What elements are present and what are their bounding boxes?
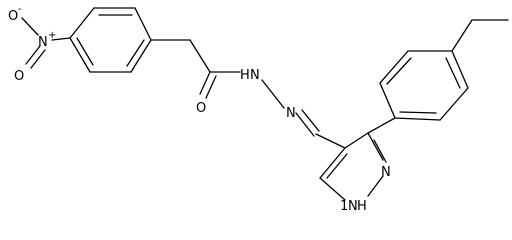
bonds xyxy=(21,7,509,201)
bond xyxy=(439,87,469,121)
bond xyxy=(326,153,348,179)
bond xyxy=(261,79,285,109)
structure-diagram: O - N + O O H N N N N H 1 xyxy=(8,4,509,214)
bond xyxy=(25,45,41,65)
bond xyxy=(76,37,94,66)
bond xyxy=(69,7,95,39)
bond xyxy=(319,147,346,179)
bond xyxy=(205,75,217,99)
atom-o-carbonyl: O xyxy=(196,101,206,116)
bond xyxy=(379,82,396,119)
bond xyxy=(451,50,469,89)
bond xyxy=(451,19,473,52)
atom-nh-hydrazide-h: H xyxy=(240,68,250,83)
atom-o-nitro: O xyxy=(14,69,24,84)
bond xyxy=(126,39,145,67)
bond xyxy=(445,57,461,89)
bond xyxy=(386,57,412,85)
bond xyxy=(130,39,152,73)
atom-o-minus-charge: - xyxy=(18,4,22,15)
atom-o-minus: O xyxy=(8,9,18,24)
bond xyxy=(367,117,396,134)
atom-nh-pyrazole-h: H xyxy=(357,199,367,214)
bond xyxy=(30,49,46,69)
bond xyxy=(134,7,152,41)
bond xyxy=(379,50,409,84)
bond xyxy=(367,132,384,161)
bond xyxy=(399,111,437,114)
atom-nh-pyrazole-n: N xyxy=(348,199,358,214)
atom-n-nitro-charge: + xyxy=(48,30,56,41)
bond xyxy=(69,37,91,73)
atom-nh-pyrazole-locant: 1 xyxy=(340,199,348,214)
bond xyxy=(319,177,346,201)
bond xyxy=(344,132,369,149)
bond xyxy=(295,112,315,137)
atom-labels: O - N + O O H N N N N H 1 xyxy=(8,4,391,214)
bond xyxy=(394,117,441,121)
atom-n-imine: N xyxy=(286,106,296,121)
atom-nh-hydrazide-n: N xyxy=(250,68,260,83)
bond xyxy=(21,17,39,36)
bond xyxy=(373,139,387,163)
bond xyxy=(367,175,384,197)
atom-n-pyrazole-2: N xyxy=(381,165,391,180)
bond xyxy=(51,37,71,41)
bond xyxy=(189,39,211,73)
bond xyxy=(301,109,320,132)
atom-n-nitro: N xyxy=(38,35,48,50)
bond xyxy=(315,133,346,149)
bond xyxy=(199,71,211,95)
